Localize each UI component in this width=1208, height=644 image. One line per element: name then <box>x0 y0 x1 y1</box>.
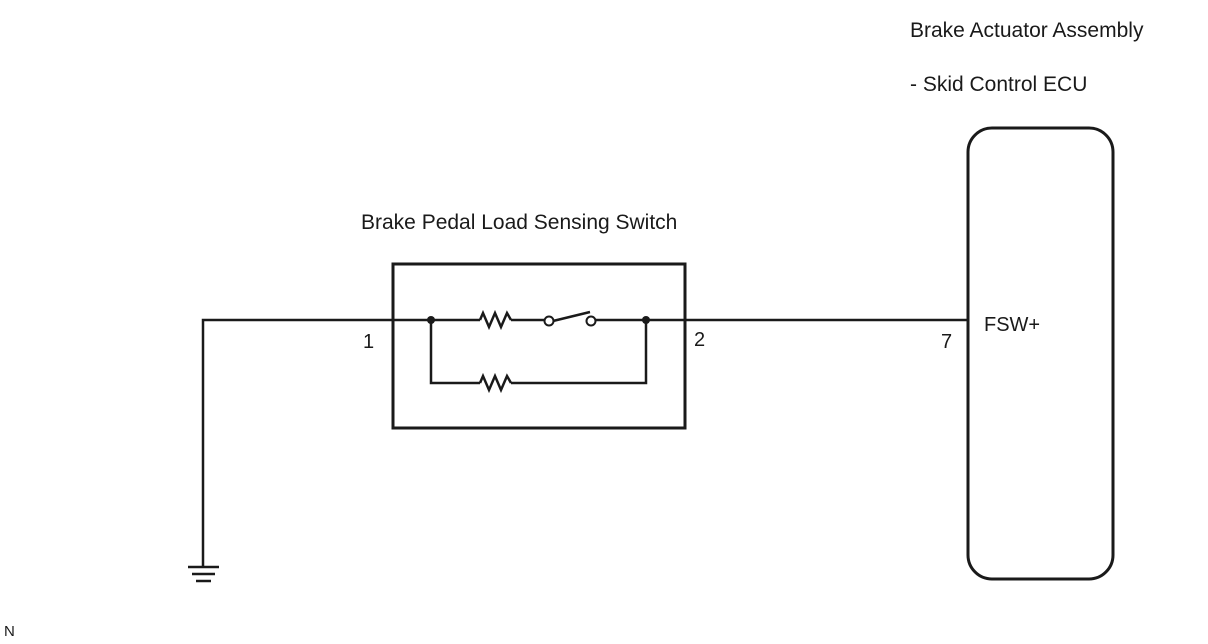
ground-icon <box>188 565 219 583</box>
lower-resistor <box>478 372 513 394</box>
ground-wire <box>201 318 431 566</box>
ecu-title-line1: Brake Actuator Assembly <box>910 19 1144 42</box>
switch-contact-left <box>543 315 555 327</box>
switch-box <box>391 262 687 430</box>
junction-dot-right <box>642 316 650 324</box>
ecu-title-line2: - Skid Control ECU <box>910 73 1087 96</box>
switch-title: Brake Pedal Load Sensing Switch <box>361 211 677 234</box>
junction-dot-left <box>427 316 435 324</box>
switch-pin-1: 1 <box>363 331 374 353</box>
switch-lever <box>552 310 591 323</box>
switch-pin-2: 2 <box>694 329 705 351</box>
lower-branch-wire-a <box>429 320 480 385</box>
switch-contact-right <box>585 315 597 327</box>
lower-branch-wire-b <box>511 320 648 385</box>
upper-resistor <box>478 309 513 331</box>
ecu-terminal-name: FSW+ <box>984 314 1040 336</box>
ecu-block <box>966 126 1115 581</box>
ecu-pin-7: 7 <box>941 331 952 353</box>
footer-code: N <box>4 623 15 640</box>
